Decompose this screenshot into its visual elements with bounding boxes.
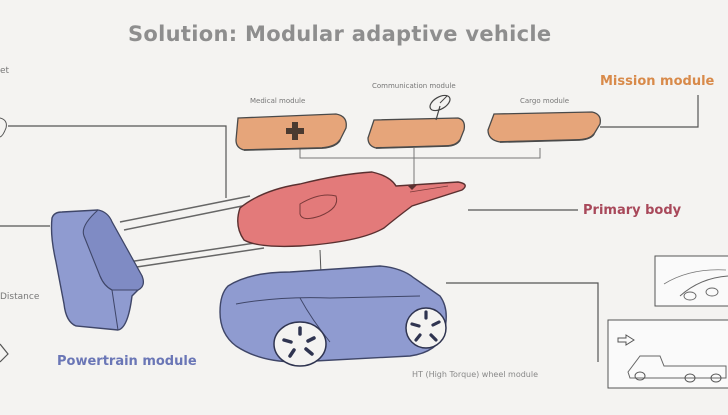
leader-mission: [600, 95, 699, 128]
wheel-module-label: HT (High Torque) wheel module: [412, 370, 539, 379]
page-title: Solution: Modular adaptive vehicle: [128, 22, 552, 46]
wheel-front-icon: [273, 321, 327, 367]
primary-body-shape: [237, 171, 466, 248]
left-fragment-circle: [0, 117, 7, 138]
communication-module-label: Communication module: [372, 82, 456, 90]
thumbnail-sketch-top: [654, 255, 728, 307]
mission-module-label: Mission module: [600, 74, 715, 89]
cargo-module-label: Cargo module: [520, 97, 570, 105]
left-fragment-arrow: [0, 343, 9, 363]
thumbnail-sketch-bottom: [607, 319, 728, 389]
powertrain-module-label: Powertrain module: [57, 354, 197, 369]
distance-label: Distance: [0, 292, 40, 302]
connecting-rods: [119, 195, 265, 269]
medical-module-label: Medical module: [250, 97, 306, 105]
primary-body-label: Primary body: [583, 203, 682, 218]
leader-medical-to-left: [8, 125, 227, 198]
communication-module-shape: [367, 94, 466, 149]
wheel-rear-icon: [405, 307, 447, 349]
arrow-left-icon: [617, 334, 635, 346]
medical-cross-icon: [286, 122, 304, 140]
satellite-dish-icon: [429, 94, 451, 121]
powertrain-module-shape: [50, 209, 145, 331]
left-fragment-label: et: [0, 66, 10, 76]
connector-mission-modules: [299, 148, 541, 159]
cargo-module-shape: [487, 111, 601, 143]
leader-wheel: [446, 282, 599, 362]
medical-module-shape: [235, 113, 347, 151]
